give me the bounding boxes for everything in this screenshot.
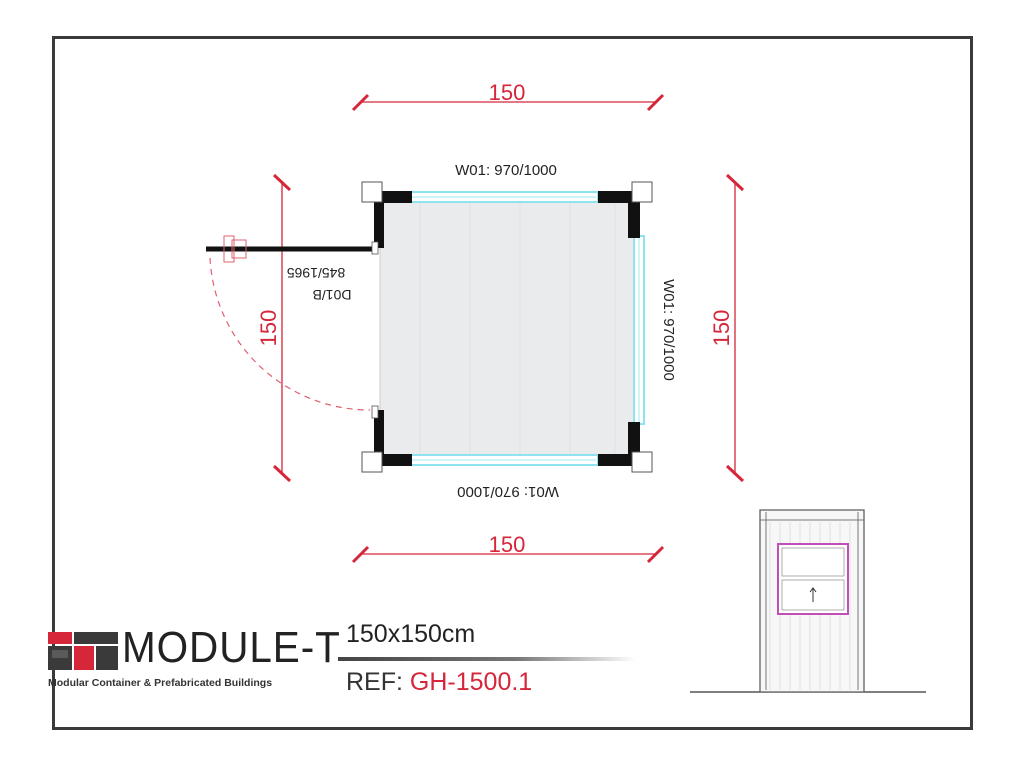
corner-posts [361,181,653,473]
window-top-label: W01: 970/1000 [455,162,557,179]
reference-code: GH-1500.1 [409,668,533,696]
wall-frame [374,191,640,466]
reference-label: REF: [346,668,403,696]
drawing-frame [52,36,973,730]
window-right-label: W01: 970/1000 [660,279,677,381]
door-size-label: 845/1965 [287,265,346,281]
dimension-top [351,93,665,112]
room-floor [379,197,639,461]
window-bottom [409,454,599,466]
elevation-view [690,509,926,693]
door-d01 [206,235,379,419]
module-size: 150x150cm [346,620,476,648]
dimension-left-label: 150 [256,310,281,347]
dimension-right [725,173,745,483]
dimension-bottom-label: 150 [489,532,526,557]
dimension-bottom [351,545,665,564]
window-right [633,235,645,425]
door-code-label: D01/B [313,287,352,303]
dimension-top-label: 150 [489,80,526,105]
dimension-right-label: 150 [709,310,734,347]
module-t-logo-icon [48,632,118,670]
title-divider [338,657,636,661]
window-top [409,191,599,203]
window-bottom-label: W01: 970/1000 [457,483,559,500]
brand-name: MODULE-T [122,623,341,672]
elevation-window [777,543,849,615]
brand-tagline: Modular Container & Prefabricated Buildi… [48,677,273,689]
dimension-left [272,173,292,483]
reference: REF: GH-1500.1 [346,668,532,697]
floor-texture [419,200,616,458]
